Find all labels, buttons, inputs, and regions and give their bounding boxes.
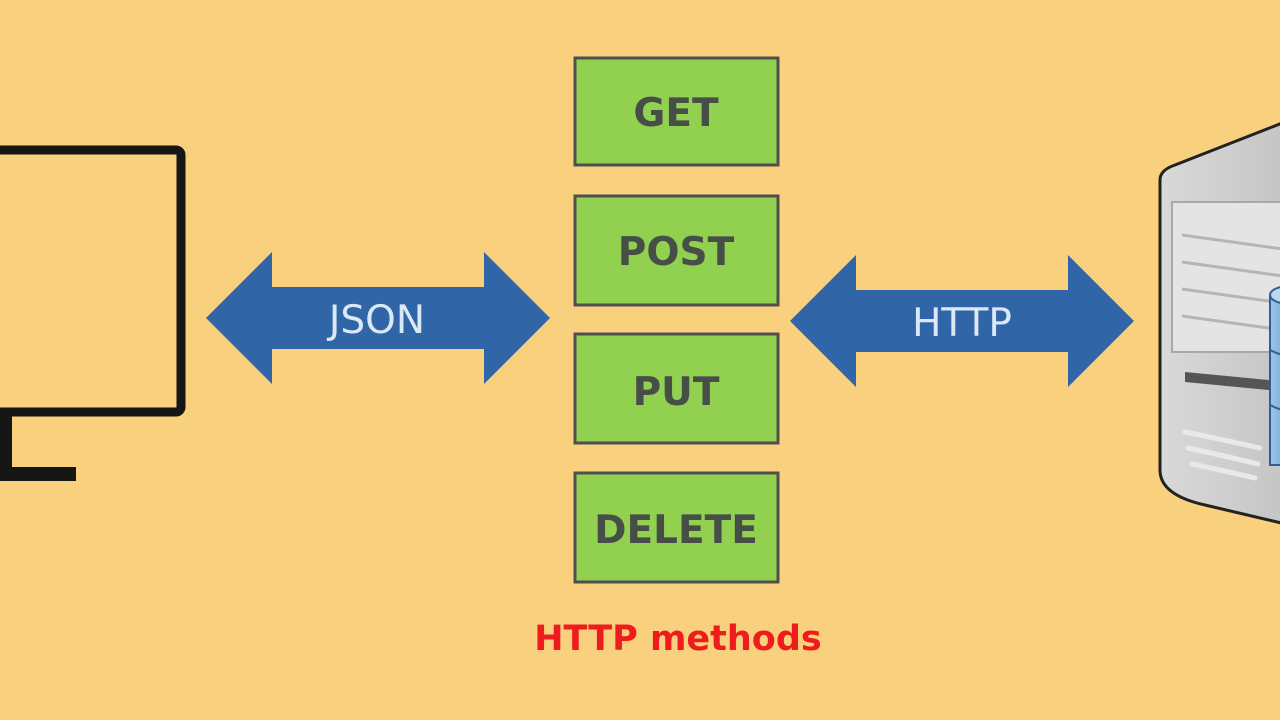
http-label: HTTP [912, 301, 1012, 346]
method-get: GET [573, 56, 780, 167]
methods-caption: HTTP methods [534, 619, 821, 659]
method-post: POST [573, 194, 780, 307]
json-arrow-shape [206, 252, 550, 384]
method-get-label: GET [633, 91, 719, 136]
http-double-arrow: HTTP [790, 255, 1134, 387]
method-put-label: PUT [633, 370, 720, 415]
method-put: PUT [573, 332, 780, 445]
server-icon [1158, 122, 1280, 525]
json-label: JSON [326, 298, 425, 343]
method-delete-label: DELETE [594, 508, 758, 553]
method-delete: DELETE [573, 471, 780, 584]
database-icon [1269, 286, 1280, 466]
method-post-label: POST [618, 230, 735, 275]
http-arrow-shape [790, 255, 1134, 387]
json-double-arrow: JSON [206, 252, 550, 384]
methods-stack: GET POST PUT DELETE HTTP methods [534, 56, 822, 659]
monitor-icon [0, 145, 186, 481]
